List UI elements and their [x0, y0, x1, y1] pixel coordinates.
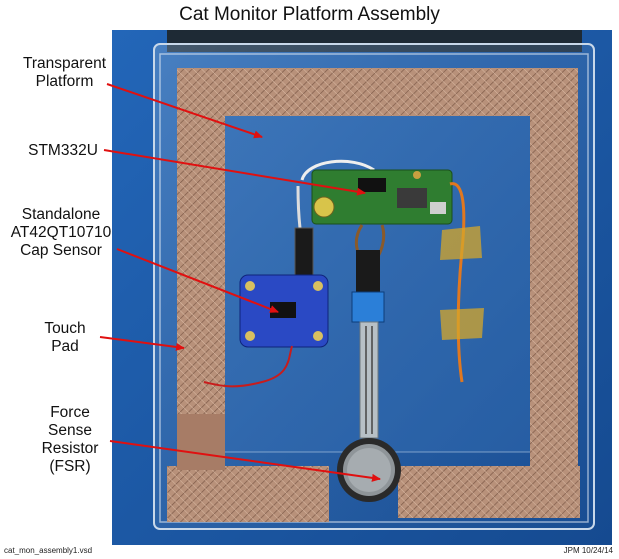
callout-line: AT42QT10710	[10, 224, 112, 241]
assembly-photo	[112, 30, 612, 545]
callout-line: Touch	[44, 320, 86, 337]
cap-sensor-board	[239, 274, 329, 348]
arrow-touch-pad	[99, 336, 185, 351]
callout-touch-pad: Touch Pad	[30, 320, 100, 356]
callout-line: Transparent	[23, 55, 106, 72]
arrow-cap-sensor	[116, 248, 279, 313]
fsr-connector-blue	[351, 291, 385, 323]
callout-line: STM332U	[28, 142, 98, 159]
figure-title: Cat Monitor Platform Assembly	[179, 4, 440, 25]
tape-tab	[440, 226, 482, 260]
touch-pad-tape	[167, 68, 580, 522]
callout-line: Cap Sensor	[20, 242, 102, 259]
fsr-connector-black	[356, 250, 380, 294]
arrow-platform	[106, 83, 263, 139]
callout-line: Resistor	[41, 440, 99, 457]
callout-line: Pad	[51, 338, 79, 355]
arrow-mcu	[103, 149, 366, 196]
callout-line: (FSR)	[49, 458, 91, 475]
callout-fsr: Force Sense Resistor (FSR)	[28, 404, 112, 476]
callout-line: Standalone	[21, 206, 101, 223]
callout-line: Platform	[35, 73, 94, 90]
callout-transparent-platform: Transparent Platform	[2, 55, 127, 91]
white-wires	[300, 159, 375, 181]
callout-cap-sensor: Standalone AT42QT10710 Cap Sensor	[2, 206, 120, 260]
arrow-fsr	[109, 440, 381, 482]
footer-author-date: JPM 10/24/14	[563, 546, 613, 555]
red-wire	[203, 345, 293, 388]
footer-filename: cat_mon_assembly1.vsd	[4, 546, 93, 555]
tape-tab	[440, 308, 484, 340]
callout-line: Sense	[48, 422, 92, 439]
callout-stm332u: STM332U	[18, 142, 108, 160]
callout-line: Force	[50, 404, 90, 421]
